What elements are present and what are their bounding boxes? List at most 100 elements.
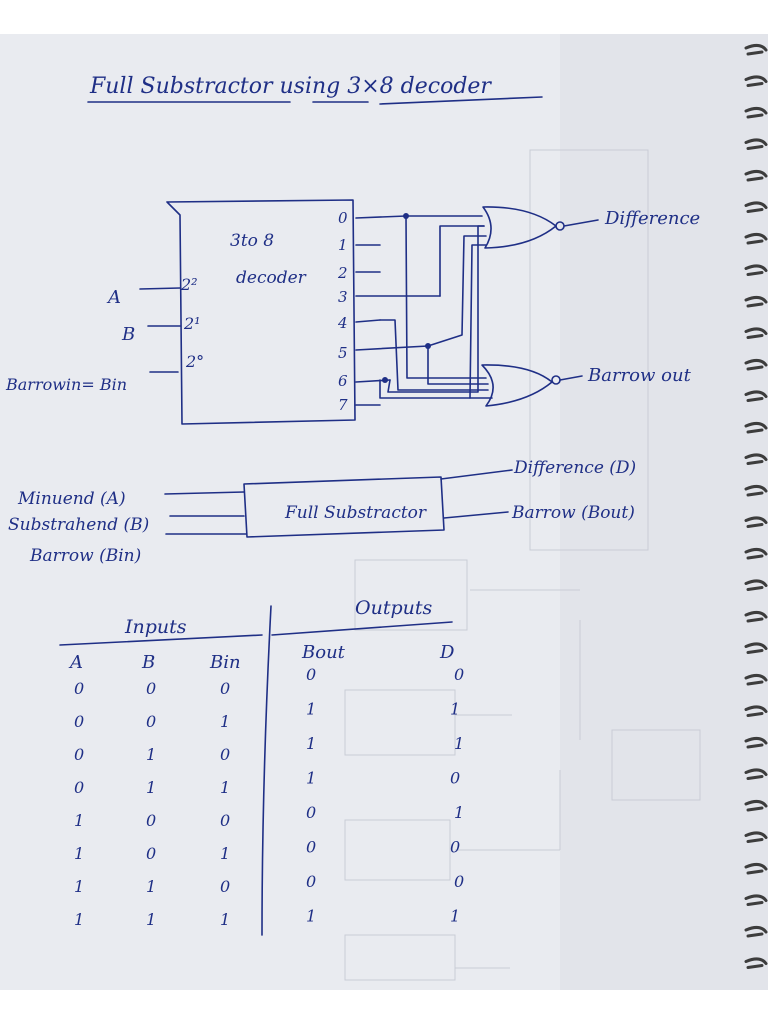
table-group-inputs: Inputs xyxy=(124,616,187,638)
table-cell: 1 xyxy=(74,811,84,830)
decoder-output-label-2: 2 xyxy=(337,264,348,282)
table-cell: 1 xyxy=(450,700,460,719)
signal-label-b: B xyxy=(121,324,135,345)
decoder-output-label-3: 3 xyxy=(338,288,348,306)
page-shade xyxy=(560,34,768,990)
spiral-ring xyxy=(744,201,768,213)
table-cell: 1 xyxy=(74,910,84,929)
spiral-ring xyxy=(744,169,768,182)
table-cell: 1 xyxy=(450,907,460,926)
signal-label-a: A xyxy=(106,287,121,308)
spiral-ring xyxy=(744,327,768,339)
table-header-cell: A xyxy=(68,652,83,673)
spiral-binding xyxy=(744,43,768,969)
decoder-output-label-1: 1 xyxy=(338,236,348,254)
table-header-cell: B xyxy=(141,652,155,673)
table-cell: 0 xyxy=(220,811,230,830)
table-header-cell: D xyxy=(439,642,455,663)
bleed-through xyxy=(344,149,701,981)
table-cell: 0 xyxy=(220,745,230,764)
decoder-input-label-0: 2° xyxy=(185,352,204,371)
spiral-ring xyxy=(744,232,768,245)
table-cell: 0 xyxy=(146,679,156,698)
table-cell: 0 xyxy=(454,872,464,891)
block-input-minuend: Minuend (A) xyxy=(17,489,126,509)
table-cell: 1 xyxy=(220,844,230,863)
decoder-label-line2: decoder xyxy=(236,268,307,288)
table-divider xyxy=(261,605,272,936)
table-cell: 0 xyxy=(454,665,464,684)
spiral-ring xyxy=(744,264,768,276)
table-cell: 0 xyxy=(306,872,316,891)
input-wire-a xyxy=(139,287,181,290)
table-cell: 1 xyxy=(146,910,156,929)
decoder-label-line1: 3to 8 xyxy=(230,231,274,251)
output-label-borrow-out: Barrow out xyxy=(587,365,692,386)
table-cell: 1 xyxy=(306,907,316,926)
block-label: Full Substractor xyxy=(284,503,427,523)
spiral-ring xyxy=(744,547,768,560)
table-header-cell: Bin xyxy=(209,652,241,673)
table-cell: 1 xyxy=(220,910,230,929)
decoder-output-label-7: 7 xyxy=(338,396,348,414)
table-cell: 1 xyxy=(146,745,156,764)
output-label-difference: Difference xyxy=(604,208,700,229)
table-cell: 0 xyxy=(450,838,460,857)
table-cell: 0 xyxy=(146,844,156,863)
decoder-output-label-4: 4 xyxy=(337,314,348,332)
spiral-ring xyxy=(744,894,768,906)
spiral-ring xyxy=(744,957,768,969)
block-input-barrow: Barrow (Bin) xyxy=(29,546,141,566)
junction-dot xyxy=(403,213,409,219)
spiral-ring xyxy=(744,925,768,938)
spiral-ring xyxy=(744,516,768,528)
table-cell: 1 xyxy=(220,778,230,797)
full-substractor-block: Full Substractor xyxy=(164,469,513,538)
spiral-ring xyxy=(744,295,768,308)
table-cell: 0 xyxy=(306,838,316,857)
decoder-output-label-0: 0 xyxy=(338,209,348,227)
decoder-output-label-6: 6 xyxy=(338,372,348,390)
table-cell: 0 xyxy=(74,745,84,764)
table-cell: 0 xyxy=(306,665,316,684)
spiral-ring xyxy=(744,75,768,87)
signal-label-bin: Barrowin= Bin xyxy=(5,375,127,394)
table-cell: 1 xyxy=(74,844,84,863)
decoder-input-label-1: 2¹ xyxy=(183,314,201,333)
table-cell: 0 xyxy=(220,679,230,698)
spiral-ring xyxy=(744,705,768,717)
spiral-ring xyxy=(744,453,768,465)
borrow-gate xyxy=(481,364,583,407)
difference-gate xyxy=(482,206,599,249)
table-cell: 0 xyxy=(74,679,84,698)
table-cell: 1 xyxy=(306,769,316,788)
table-cell: 0 xyxy=(74,712,84,731)
spiral-ring xyxy=(744,484,768,497)
spiral-ring xyxy=(744,579,768,591)
spiral-ring xyxy=(744,736,768,749)
table-cell: 1 xyxy=(454,803,464,822)
table-cell: 1 xyxy=(454,734,464,753)
table-cell: 1 xyxy=(220,712,230,731)
block-output-difference: Difference (D) xyxy=(513,458,636,478)
spiral-ring xyxy=(744,390,768,402)
spiral-ring xyxy=(744,138,768,150)
table-headers: A B Bin Bout D xyxy=(68,642,455,673)
table-cell: 1 xyxy=(306,700,316,719)
decoder-output-label-5: 5 xyxy=(338,344,348,362)
table-cell: 1 xyxy=(146,778,156,797)
table-cell: 0 xyxy=(450,769,460,788)
table-cell: 0 xyxy=(74,778,84,797)
table-header-cell: Bout xyxy=(301,642,346,663)
junction-dot xyxy=(382,377,388,383)
table-cell: 1 xyxy=(74,877,84,896)
spiral-ring xyxy=(744,673,768,686)
table-cell: 1 xyxy=(306,734,316,753)
table-cell: 1 xyxy=(146,877,156,896)
junction-dot xyxy=(425,343,431,349)
table-header-rule xyxy=(59,621,453,646)
table-cell: 0 xyxy=(146,712,156,731)
